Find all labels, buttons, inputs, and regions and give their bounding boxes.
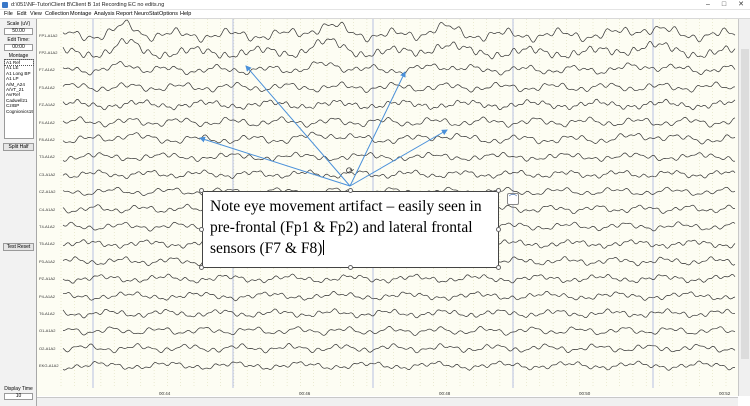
scale-input[interactable]: 50.00	[4, 28, 33, 35]
montage-list[interactable]: A1 Ref A1 LE A1 Long BP A1 LP A/M_A24 A/…	[4, 58, 34, 139]
split-half-button[interactable]: Split Half	[3, 143, 34, 151]
resize-handle[interactable]	[496, 227, 501, 232]
eeg-trace-t6-a1a2	[62, 308, 736, 319]
edit-time-label: Edit Time:	[7, 37, 30, 43]
eeg-trace-t3-a1a2	[62, 151, 736, 162]
channel-label: F3-A1A2	[39, 84, 55, 90]
menu-collection[interactable]: Collection	[45, 11, 70, 17]
menu-edit[interactable]: Edit	[17, 11, 27, 17]
resize-handle[interactable]	[199, 265, 204, 270]
menu-file[interactable]: File	[4, 11, 13, 17]
window-title: d:\051\NF-Tutor\Client B\Client B 1st Re…	[11, 2, 165, 8]
close-button[interactable]: ✕	[738, 1, 744, 8]
menu-montage[interactable]: Montage	[70, 11, 92, 17]
minimize-button[interactable]: –	[706, 1, 710, 8]
resize-handle[interactable]	[496, 188, 501, 193]
eeg-trace-f3-a1a2	[62, 81, 736, 93]
montage-item[interactable]: A1 LP	[6, 76, 19, 82]
resize-handle[interactable]	[199, 227, 204, 232]
display-time-label: Display Time	[4, 386, 33, 392]
test-reset-button[interactable]: Test Reset	[3, 243, 34, 251]
channel-label: F4-A1A2	[39, 119, 55, 125]
eeg-trace-pz-a1a2	[62, 273, 736, 284]
control-sidebar: Scale (uV) 50.00 Edit Time: 00:00 Montag…	[0, 19, 37, 406]
eeg-trace-cz-a1a2	[62, 186, 736, 197]
text-caret	[323, 240, 325, 255]
channel-label: O1-A1A2	[39, 328, 56, 334]
montage-item[interactable]: A/VT_21	[6, 87, 24, 93]
menu-view[interactable]: View	[30, 11, 42, 17]
eeg-traces	[60, 19, 736, 388]
menu-neurostat[interactable]: NeuroStat	[134, 11, 159, 17]
annotation-textbox[interactable]: Note eye movement artifact – easily seen…	[202, 191, 499, 268]
eeg-trace-fp2-a1a2	[62, 38, 736, 60]
montage-item[interactable]: A1 Long BP	[6, 70, 31, 76]
time-label: 00:46	[299, 391, 311, 396]
channel-label: C4-A1A2	[39, 206, 56, 212]
layout-options-icon[interactable]: ⌒	[507, 193, 519, 205]
channel-label: T6-A1A2	[39, 310, 55, 316]
time-label: 00:48	[439, 391, 451, 396]
channel-label: T5-A1A2	[39, 241, 55, 247]
scale-label: Scale (uV)	[6, 21, 31, 27]
channel-label: CZ-A1A2	[39, 189, 56, 195]
channel-label: PZ-A1A2	[39, 276, 56, 282]
vertical-scroll-thumb[interactable]	[741, 49, 749, 359]
time-label: 00:50	[579, 391, 591, 396]
menu-bar: File Edit View Collection Montage Analys…	[0, 10, 750, 19]
display-time-input[interactable]: 10	[4, 393, 33, 400]
channel-label: EKG-A1A2	[39, 363, 59, 369]
eeg-trace-o2-a1a2	[62, 343, 736, 354]
channel-label: T3-A1A2	[39, 154, 55, 160]
menu-analysis[interactable]: Analysis	[94, 11, 115, 17]
time-label: 00:52	[719, 391, 731, 396]
eeg-trace-c3-a1a2	[62, 169, 736, 179]
eeg-trace-ekg-a1a2	[62, 360, 736, 371]
menu-help[interactable]: Help	[180, 11, 192, 17]
menu-options[interactable]: Options	[159, 11, 178, 17]
vertical-scrollbar[interactable]	[738, 19, 750, 396]
eeg-trace-f7-a1a2	[62, 61, 736, 76]
channel-label: F8-A1A2	[39, 136, 55, 142]
resize-handle[interactable]	[496, 265, 501, 270]
channel-label: O2-A1A2	[39, 345, 56, 351]
channel-label: FP2-A1A2	[39, 49, 58, 55]
montage-item[interactable]: AvrRef	[6, 92, 20, 98]
channel-label: P3-A1A2	[39, 258, 56, 264]
edit-time-input[interactable]: 00:00	[4, 44, 33, 51]
resize-handle[interactable]	[348, 265, 353, 270]
app-icon	[2, 2, 8, 8]
eeg-trace-p4-a1a2	[62, 291, 736, 302]
channel-label: C3-A1A2	[39, 171, 56, 177]
title-bar: d:\051\NF-Tutor\Client B\Client B 1st Re…	[0, 0, 750, 10]
time-label: 00:44	[159, 391, 171, 396]
channel-label: T4-A1A2	[39, 223, 55, 229]
channel-label: P4-A1A2	[39, 293, 56, 299]
eeg-trace-f8-a1a2	[62, 131, 736, 145]
menu-report[interactable]: Report	[116, 11, 133, 17]
eeg-trace-o1-a1a2	[63, 326, 736, 336]
channel-label: FZ-A1A2	[39, 102, 56, 108]
montage-item[interactable]: CzrBP	[6, 103, 20, 109]
horizontal-scrollbar[interactable]	[37, 397, 738, 406]
resize-handle[interactable]	[199, 188, 204, 193]
eeg-trace-f4-a1a2	[62, 116, 736, 128]
rotate-handle-icon[interactable]: ⟳	[345, 166, 355, 177]
annotation-text[interactable]: Note eye movement artifact – easily seen…	[210, 198, 482, 257]
channel-label: F7-A1A2	[39, 67, 55, 73]
eeg-trace-fp1-a1a2	[62, 19, 736, 43]
montage-label: Montage	[8, 53, 29, 59]
montage-item[interactable]: A/M_A24	[6, 81, 25, 87]
resize-handle[interactable]	[348, 188, 353, 193]
montage-item[interactable]: Cognionics19	[6, 108, 33, 114]
channel-label: FP1-A1A2	[39, 32, 58, 38]
montage-item[interactable]: A1 Ref	[4, 58, 34, 67]
maximize-button[interactable]: □	[721, 1, 727, 8]
montage-item[interactable]: Cadwell21	[6, 97, 28, 103]
montage-item[interactable]: A1 LE	[6, 65, 19, 71]
eeg-trace-fz-a1a2	[62, 98, 736, 111]
